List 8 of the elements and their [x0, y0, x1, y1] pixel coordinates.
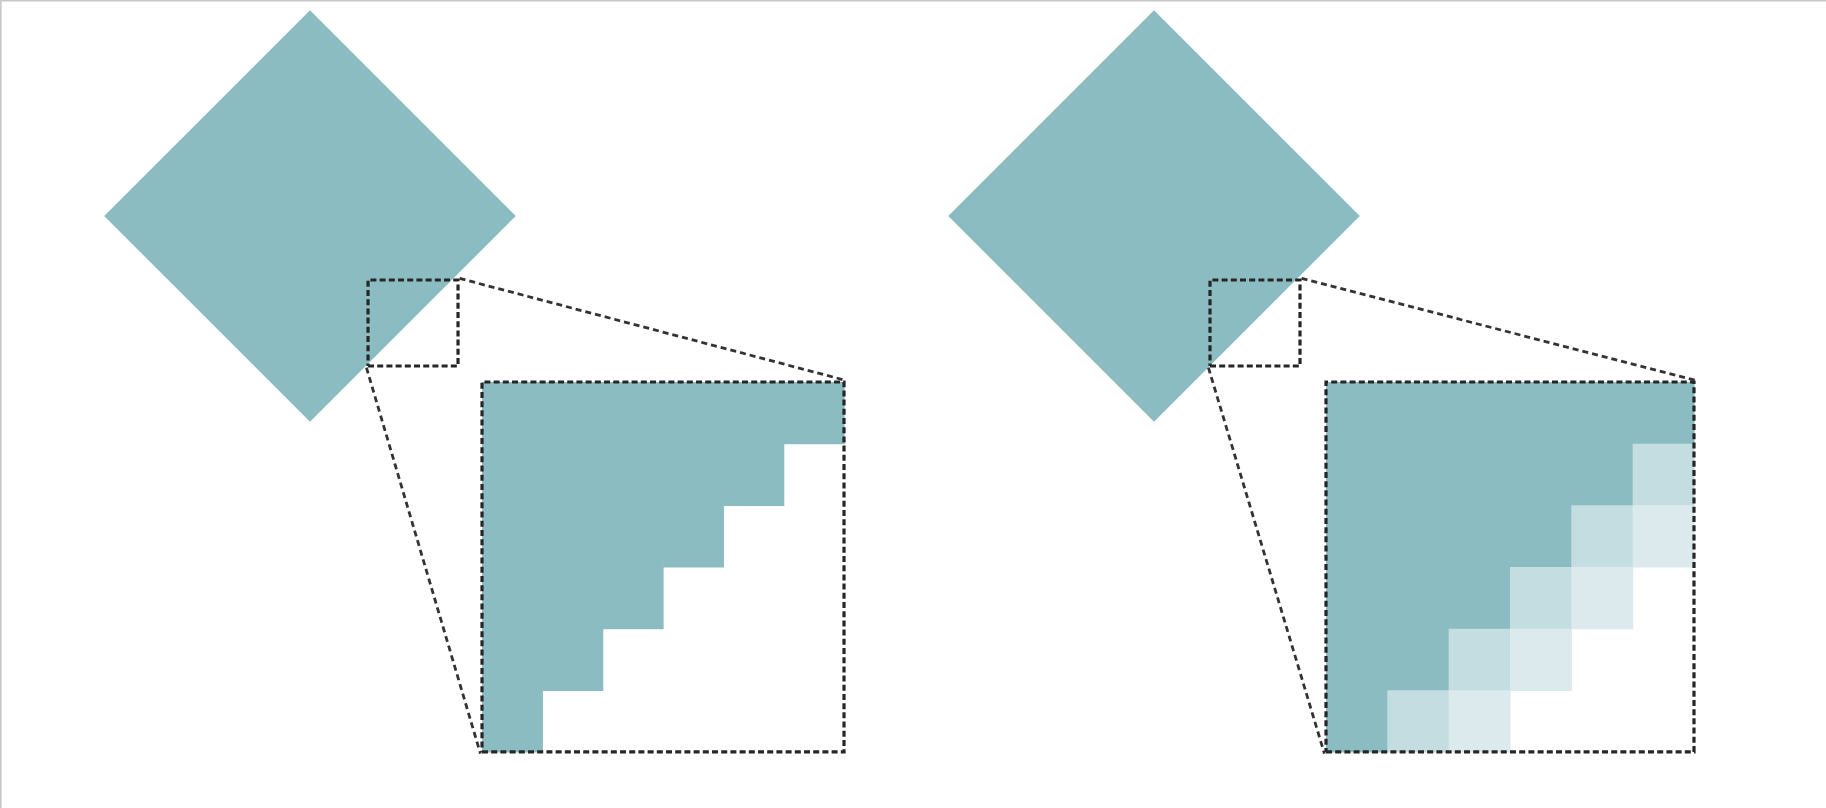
diamond-shape: [104, 10, 516, 422]
diamond-shape: [948, 10, 1360, 422]
leader-line: [365, 367, 482, 754]
zoom-frame: [1208, 278, 1302, 368]
zoom-frame: [366, 278, 460, 368]
leader-line: [459, 277, 846, 382]
leader-line: [1207, 367, 1326, 754]
leader-line: [1301, 277, 1696, 382]
